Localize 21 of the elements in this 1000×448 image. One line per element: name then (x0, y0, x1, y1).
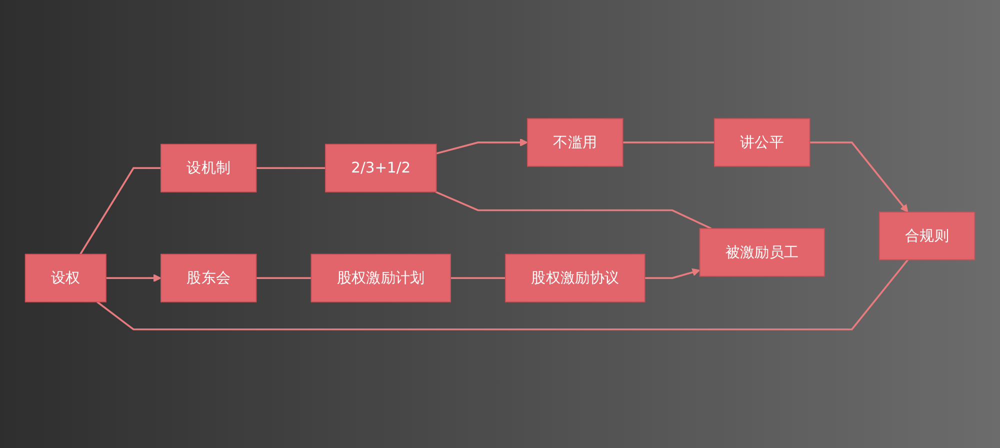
connector (622, 142, 714, 144)
node-box: 合规则 (878, 212, 976, 260)
connector (256, 277, 312, 279)
connector (80, 167, 161, 255)
node-box: 讲公平 (714, 118, 810, 167)
node-box: 被激励员工 (699, 228, 825, 277)
connector (450, 277, 506, 279)
node-box: 股权激励计划 (310, 254, 451, 302)
node-box: 设机制 (160, 144, 257, 192)
connector (256, 167, 326, 170)
arrow (106, 274, 162, 282)
connector (435, 191, 712, 230)
node-box: 2/3+1/2 (325, 144, 437, 192)
arrow (644, 268, 700, 279)
connector (96, 259, 909, 330)
node-box: 股权激励协议 (505, 254, 646, 302)
node-box: 不滥用 (527, 118, 624, 167)
node-box: 股东会 (160, 254, 257, 302)
node-box: 设权 (24, 254, 106, 302)
arrow (810, 142, 908, 212)
arrow (436, 138, 528, 154)
